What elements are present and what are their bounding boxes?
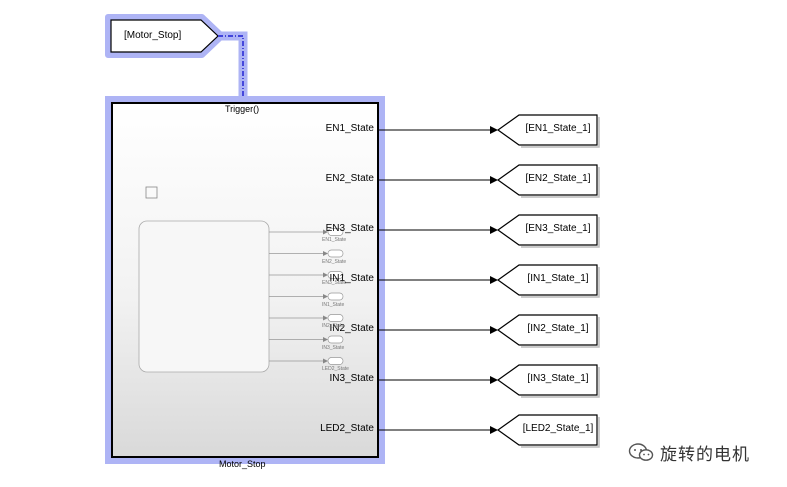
wechat-icon (628, 443, 654, 461)
inner-outport-label: LED2_State (322, 366, 349, 372)
output-port-label: EN3_State (325, 223, 374, 234)
inner-outport (327, 357, 344, 365)
from-block-label: [Motor_Stop] (124, 30, 182, 41)
output-port-label: EN1_State (325, 123, 374, 134)
output-port-label: EN2_State (325, 173, 374, 184)
inner-outport (327, 249, 344, 258)
inner-outport (327, 314, 344, 322)
inner-outport (327, 228, 344, 236)
watermark-text: 旋转的电机 (660, 444, 750, 465)
goto-block-shadow (521, 267, 600, 298)
goto-block-shadow (521, 117, 600, 148)
subsystem-name-label: Motor_Stop (219, 459, 266, 469)
inner-outport (327, 335, 344, 344)
output-port-label: LED2_State (320, 423, 374, 434)
goto-block-shadow (521, 167, 600, 198)
goto-block-shadow (521, 217, 600, 248)
inner-outport-label: EN1_State (322, 237, 347, 243)
goto-tag-label: [IN1_State_1] (527, 273, 589, 284)
goto-block-in1-state[interactable] (496, 264, 598, 296)
goto-tag-label: [EN2_State_1] (525, 173, 591, 184)
from-block[interactable] (110, 19, 219, 53)
goto-block-shadow (521, 367, 600, 398)
goto-block-in3-state[interactable] (496, 364, 598, 396)
inner-outport-label: IN3_State (322, 344, 345, 351)
trigger-line[interactable] (218, 35, 250, 104)
goto-block-shadow (521, 317, 600, 348)
output-port-label: IN3_State (329, 373, 374, 384)
inner-outport (327, 271, 344, 279)
output-port-label: IN2_State (329, 323, 374, 334)
goto-tag-label: [IN2_State_1] (527, 323, 589, 334)
goto-block-led2-state[interactable] (496, 414, 598, 446)
goto-block-en3-state[interactable] (496, 214, 598, 246)
trigger-line-highlight (218, 31, 248, 100)
inner-outport-label: EN3_State (322, 280, 347, 286)
inner-outport-label: IN1_State (322, 301, 345, 308)
goto-block-en1-state[interactable] (496, 114, 598, 146)
goto-block-shadow (521, 417, 600, 448)
goto-tag-label: [LED2_State_1] (522, 423, 594, 434)
trigger-port-label: Trigger() (225, 104, 260, 114)
goto-tag-label: [EN1_State_1] (525, 123, 591, 134)
inner-outport-label: EN2_State (322, 258, 347, 265)
goto-block-in2-state[interactable] (496, 314, 598, 346)
watermark: 旋转的电机 (628, 440, 750, 465)
subsystem-mask-icon (145, 186, 158, 199)
output-port-label: IN1_State (329, 273, 374, 284)
inner-outport-label: IN2_State (322, 323, 345, 329)
from-block-highlight (105, 14, 225, 58)
goto-tag-label: [EN3_State_1] (525, 223, 591, 234)
inner-chart-preview (138, 220, 270, 373)
goto-block-en2-state[interactable] (496, 164, 598, 196)
goto-tag-label: [IN3_State_1] (527, 373, 589, 384)
inner-outport (327, 292, 344, 301)
